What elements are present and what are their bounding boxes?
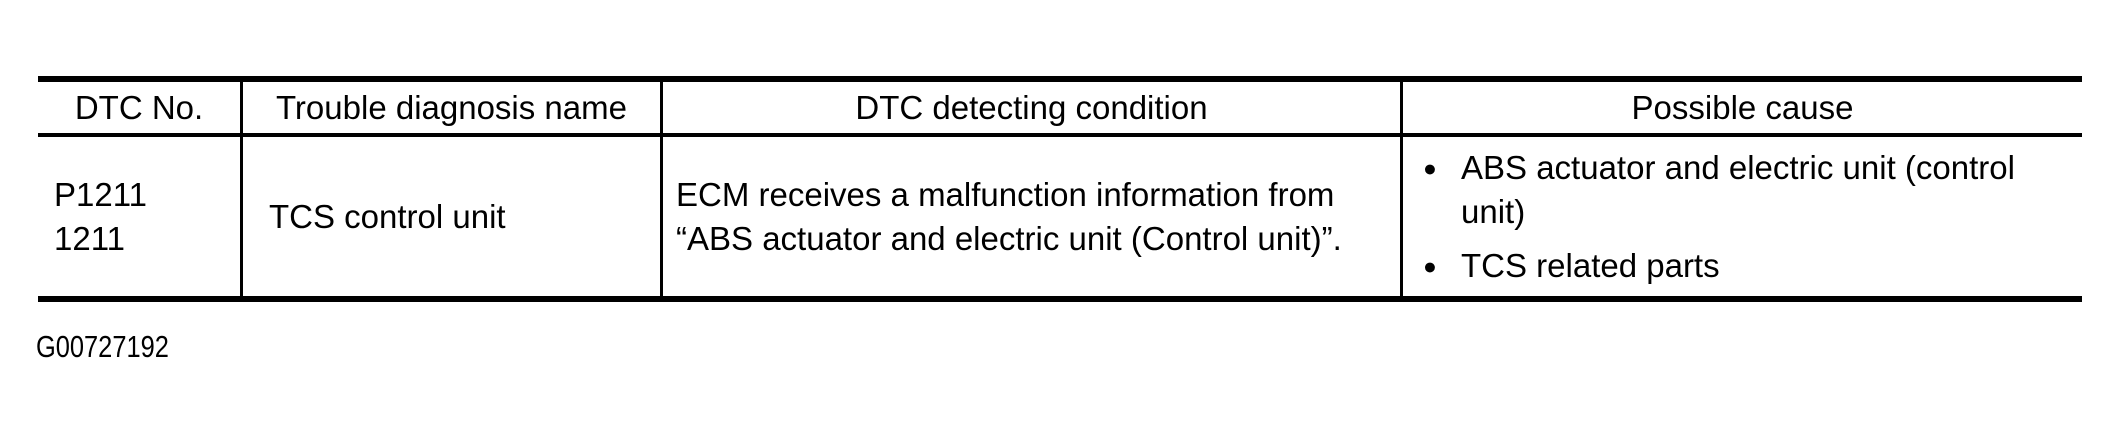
bullet-icon: ●	[1423, 252, 1437, 279]
possible-cause-2-line1: TCS related parts	[1461, 246, 1720, 284]
list-item: ● ABS actuator and electric unit (contro…	[1423, 146, 2076, 234]
header-possible-cause-label: Possible cause	[1631, 88, 1854, 126]
figure-id: G00727192	[36, 329, 169, 364]
dtc-detecting-condition-line1: ECM receives a malfunction information f…	[676, 175, 1335, 213]
dtc-detecting-condition-line2: “ABS actuator and electric unit (Control…	[676, 219, 1342, 257]
dtc-detecting-condition-text: ECM receives a malfunction information f…	[676, 173, 1342, 261]
dtc-number-lines: P1211 1211	[54, 173, 147, 261]
list-item: ● TCS related parts	[1423, 244, 2076, 288]
table-grid: DTC No. Trouble diagnosis name DTC detec…	[38, 82, 2082, 296]
header-trouble-diagnosis-name-label: Trouble diagnosis name	[276, 88, 627, 126]
dtc-diagnosis-table: DTC No. Trouble diagnosis name DTC detec…	[38, 76, 2082, 302]
trouble-diagnosis-name-value: TCS control unit	[269, 197, 506, 235]
header-possible-cause: Possible cause	[1403, 82, 2082, 137]
cell-dtc-detecting-condition: ECM receives a malfunction information f…	[663, 137, 1403, 296]
dtc-number-line1: P1211	[54, 175, 147, 213]
header-trouble-diagnosis-name: Trouble diagnosis name	[243, 82, 663, 137]
cell-dtc-no: P1211 1211	[38, 137, 243, 296]
cell-possible-cause: ● ABS actuator and electric unit (contro…	[1403, 137, 2082, 296]
dtc-number-line2: 1211	[54, 219, 125, 257]
bullet-icon: ●	[1423, 154, 1437, 181]
possible-cause-2-text: TCS related parts	[1461, 244, 1720, 288]
possible-cause-1-text: ABS actuator and electric unit (control …	[1461, 146, 2015, 234]
header-dtc-detecting-condition: DTC detecting condition	[663, 82, 1403, 137]
possible-cause-list: ● ABS actuator and electric unit (contro…	[1423, 146, 2076, 288]
cell-trouble-diagnosis-name: TCS control unit	[243, 137, 663, 296]
header-dtc-detecting-condition-label: DTC detecting condition	[855, 88, 1208, 126]
header-dtc-no: DTC No.	[38, 82, 243, 137]
header-dtc-no-label: DTC No.	[74, 88, 204, 126]
possible-cause-1-line1: ABS actuator and electric unit (control	[1461, 148, 2015, 186]
possible-cause-1-line2: unit)	[1461, 192, 1526, 230]
